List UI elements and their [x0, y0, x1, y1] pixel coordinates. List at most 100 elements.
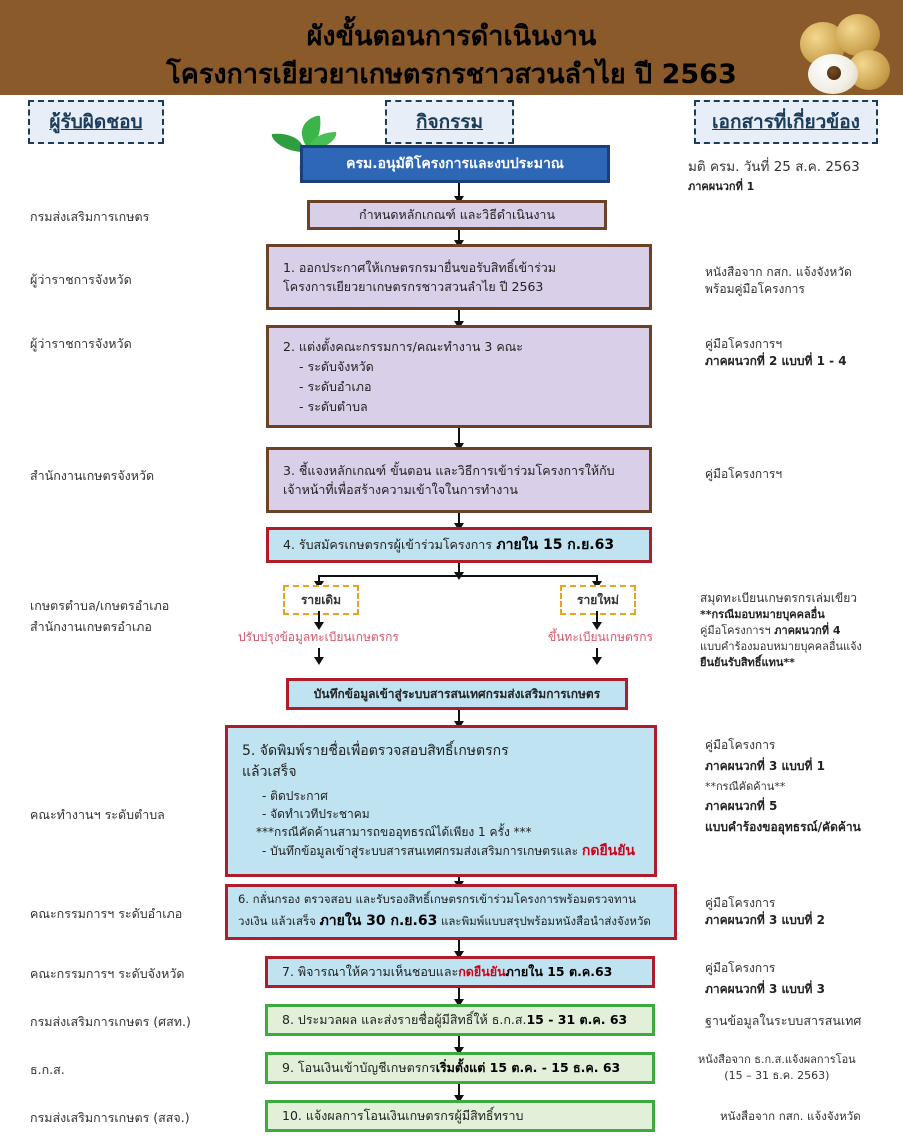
document-step-9: หนังสือจาก ธ.ก.ส.แจ้งผลการโอน (15 – 31 ธ…: [698, 1052, 856, 1084]
step-5-line-1: 5. จัดพิมพ์รายชื่อเพื่อตรวจสอบสิทธิ์เกษต…: [242, 742, 509, 759]
responsible-step-2: ผู้ว่าราชการจังหวัด: [30, 336, 132, 351]
flow-arrow: [454, 1036, 464, 1055]
step-5-line-2: แล้วเสร็จ: [242, 763, 297, 780]
document-step-3: คู่มือโครงการฯ: [705, 467, 783, 481]
flow-arrow: [454, 230, 464, 248]
responsible-step-5: คณะทำงานฯ ระดับตำบล: [30, 807, 165, 822]
branch-new-action: ขึ้นทะเบียนเกษตรกร: [548, 630, 653, 644]
step-7-provincial-approval: 7. พิจารณาให้ความเห็นชอบและกดยืนยัน ภายใ…: [265, 956, 655, 988]
flow-arrow: [454, 183, 464, 204]
step-7-confirm-highlight: กดยืนยัน: [458, 964, 506, 979]
step-6-line-2b: และพิมพ์แบบสรุปพร้อมหนังสือนำส่งจังหวัด: [437, 913, 651, 928]
document-branch-line-4: แบบคำร้องมอบหมายบุคคลอื่นแจ้ง: [700, 640, 862, 654]
responsible-step-10: กรมส่งเสริมการเกษตร (สสจ.): [30, 1110, 190, 1125]
step-6-deadline: ภายใน 30 ก.ย.63: [319, 912, 438, 929]
step-9-text: 9. โอนเงินเข้าบัญชีเกษตรกร: [282, 1060, 436, 1075]
document-branch-line-5: ยืนยันรับสิทธิ์แทน**: [700, 656, 795, 670]
document-start-line-2: ภาคผนวกที่ 1: [688, 179, 755, 193]
document-step-6-line-2: ภาคผนวกที่ 3 แบบที่ 2: [705, 913, 825, 928]
document-step-5-line-4: ภาคผนวกที่ 5: [705, 799, 778, 814]
branch-line: [318, 575, 598, 577]
step-8-process-send-list: 8. ประมวลผล และส่งรายชื่อผู้มีสิทธิ์ให้ …: [265, 1004, 655, 1036]
flow-arrow: [454, 940, 464, 959]
step-9-transfer-money: 9. โอนเงินเข้าบัญชีเกษตรกร เริ่มตั้งแต่ …: [265, 1052, 655, 1084]
title-line-2: โครงการเยียวยาเกษตรกรชาวสวนลำไย ปี 2563: [166, 59, 737, 90]
document-start-line-1: มติ ครม. วันที่ 25 ส.ค. 2563: [688, 159, 860, 175]
step-3-explain-criteria: 3. ชี้แจงหลักเกณฑ์ ขั้นตอน และวิธีการเข้…: [266, 447, 652, 513]
flow-arrow: [454, 1084, 464, 1103]
document-step-7-line-2: ภาคผนวกที่ 3 แบบที่ 3: [705, 982, 825, 996]
flow-arrow: [454, 310, 464, 329]
document-step-2: คู่มือโครงการฯ ภาคผนวกที่ 2 แบบที่ 1 - 4: [705, 336, 847, 371]
document-step-1: หนังสือจาก กสก. แจ้งจังหวัด พร้อมคู่มือโ…: [705, 264, 852, 299]
step-2-item-province: - ระดับจังหวัด: [299, 358, 374, 374]
document-branch: สมุดทะเบียนเกษตรกรเล่มเขียว **กรณีมอบหมา…: [700, 590, 862, 671]
step-1-announcement: 1. ออกประกาศให้เกษตรกรมายื่นขอรับสิทธิ์เ…: [266, 244, 652, 310]
step-2-item-subdistrict: - ระดับตำบล: [299, 398, 368, 414]
step-8-period: 15 - 31 ต.ค. 63: [526, 1012, 628, 1027]
responsible-step-6: คณะกรรมการฯ ระดับอำเภอ: [30, 906, 183, 921]
flow-arrow: [592, 611, 602, 630]
flow-arrow: [454, 563, 464, 580]
responsible-step-7: คณะกรรมการฯ ระดับจังหวัด: [30, 966, 185, 981]
document-step-6: คู่มือโครงการ ภาคผนวกที่ 3 แบบที่ 2: [705, 895, 825, 930]
document-branch-line-2: **กรณีมอบหมายบุคคลอื่น: [700, 608, 825, 622]
step-10-notify-results: 10. แจ้งผลการโอนเงินเกษตรกรผู้มีสิทธิ์ทร…: [265, 1100, 655, 1132]
step-5-item-record: - บันทึกข้อมูลเข้าสู่ระบบสารสนเทศกรมส่งเ…: [242, 841, 635, 862]
step-1-line-1: 1. ออกประกาศให้เกษตรกรมายื่นขอรับสิทธิ์เ…: [283, 259, 557, 275]
step-5-item-record-text: - บันทึกข้อมูลเข้าสู่ระบบสารสนเทศกรมส่งเ…: [262, 843, 582, 858]
step-3-line-1: 3. ชี้แจงหลักเกณฑ์ ขั้นตอน และวิธีการเข้…: [283, 462, 615, 478]
step-5-item-post: - ติดประกาศ: [262, 788, 328, 803]
step-8-text: 8. ประมวลผล และส่งรายชื่อผู้มีสิทธิ์ให้ …: [282, 1012, 527, 1027]
column-header-documents: เอกสารที่เกี่ยวข้อง: [694, 100, 878, 144]
step-4-deadline: ภายใน 15 ก.ย.63: [496, 537, 615, 553]
document-step-1-line-1: หนังสือจาก กสก. แจ้งจังหวัด: [705, 265, 852, 279]
step-2-line-1: 2. แต่งตั้งคณะกรรมการ/คณะทำงาน 3 คณะ: [283, 338, 523, 354]
step-5-appeal-note: ***กรณีคัดค้านสามารถขออุทธรณ์ได้เพียง 1 …: [256, 824, 532, 839]
branch-existing-farmer: รายเดิม: [283, 585, 359, 615]
step-4-text: 4. รับสมัครเกษตรกรผู้เข้าร่วมโครงการ: [283, 537, 493, 552]
document-step-8: ฐานข้อมูลในระบบสารสนเทศ: [705, 1013, 862, 1028]
document-step-5: คู่มือโครงการ ภาคผนวกที่ 3 แบบที่ 1 **กร…: [705, 735, 861, 838]
document-step-5-line-2: ภาคผนวกที่ 3 แบบที่ 1: [705, 759, 825, 773]
document-branch-line-3b: ภาคผนวกที่ 4: [774, 624, 841, 638]
document-step-9-line-1: หนังสือจาก ธ.ก.ส.แจ้งผลการโอน: [698, 1053, 856, 1066]
flow-arrow: [314, 611, 324, 630]
step-3-line-2: เจ้าหน้าที่เพื่อสร้างความเข้าใจในการทำงา…: [283, 482, 518, 497]
document-step-5-line-5: แบบคำร้องขออุทธรณ์/คัดค้าน: [705, 820, 861, 835]
step-record-data: บันทึกข้อมูลเข้าสู่ระบบสารสนเทศกรมส่งเสร…: [286, 678, 628, 710]
branch-new-farmer: รายใหม่: [560, 585, 636, 615]
step-1-line-2: โครงการเยียวยาเกษตรกรชาวสวนลำไย ปี 2563: [283, 279, 544, 294]
responsible-step-3: สำนักงานเกษตรจังหวัด: [30, 468, 155, 483]
step-5-item-forum: - จัดทำเวทีประชาคม: [262, 806, 370, 821]
flow-arrow: [454, 710, 464, 729]
responsible-step-9: ธ.ก.ส.: [30, 1062, 65, 1077]
document-step-2-line-2: ภาคผนวกที่ 2 แบบที่ 1 - 4: [705, 354, 847, 369]
flow-arrow: [314, 575, 324, 589]
flow-arrow: [454, 877, 464, 889]
step-5-confirm-highlight: กดยืนยัน: [581, 842, 635, 859]
step-7-deadline: ภายใน 15 ต.ค.63: [505, 964, 613, 979]
header-banner: ผังขั้นตอนการดำเนินงาน โครงการเยียวยาเกษ…: [0, 0, 903, 95]
column-header-responsible: ผู้รับผิดชอบ: [28, 100, 164, 144]
flow-arrow: [454, 513, 464, 531]
document-step-7-line-1: คู่มือโครงการ: [705, 961, 776, 975]
document-step-7: คู่มือโครงการ ภาคผนวกที่ 3 แบบที่ 3: [705, 958, 825, 1000]
flow-arrow: [592, 648, 602, 665]
document-branch-line-3a: คู่มือโครงการฯ: [700, 624, 775, 638]
step-2-item-district: - ระดับอำเภอ: [299, 378, 372, 394]
step-6-line-2: วงเงิน แล้วเสร็จ ภายใน 30 ก.ย.63 และพิมพ…: [238, 910, 651, 934]
step-6-line-1: 6. กลั่นกรอง ตรวจสอบ และรับรองสิทธิ์เกษต…: [238, 892, 636, 907]
document-step-1-line-2: พร้อมคู่มือโครงการ: [705, 282, 805, 297]
responsible-step-8: กรมส่งเสริมการเกษตร (ศสท.): [30, 1014, 191, 1029]
step-7-text: 7. พิจารณาให้ความเห็นชอบและ: [282, 964, 459, 979]
document-step-6-line-1: คู่มือโครงการ: [705, 896, 776, 910]
column-header-activities: กิจกรรม: [385, 100, 514, 144]
flow-arrow: [592, 575, 602, 589]
document-step-9-line-2: (15 – 31 ธ.ค. 2563): [724, 1068, 830, 1082]
flow-arrow: [454, 988, 464, 1007]
flow-arrow: [454, 428, 464, 451]
document-branch-line-3: คู่มือโครงการฯ ภาคผนวกที่ 4: [700, 623, 862, 639]
step-9-period: เริ่มตั้งแต่ 15 ต.ค. - 15 ธ.ค. 63: [435, 1060, 621, 1075]
